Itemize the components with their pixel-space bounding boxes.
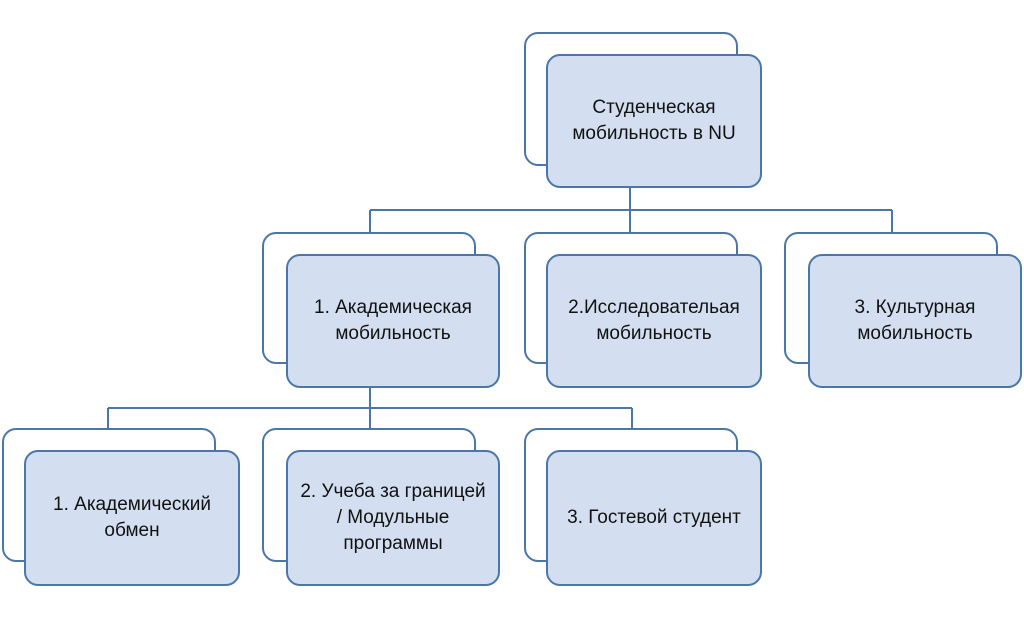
study-abroad-label: 2. Учеба за границей / Модульные програм… (300, 481, 486, 554)
academic-mobility-label: 1. Академическая мобильность (314, 297, 472, 344)
research-mobility-label: 2.Исследовательая мобильность (568, 297, 740, 344)
cultural-mobility-node[interactable]: 3. Культурная мобильность (808, 254, 1022, 388)
study-abroad-node[interactable]: 2. Учеба за границей / Модульные програм… (286, 450, 500, 586)
cultural-mobility-label: 3. Культурная мобильность (854, 297, 976, 344)
root-node-label: Студенческая мобильность в NU (572, 97, 736, 144)
academic-mobility-node[interactable]: 1. Академическая мобильность (286, 254, 500, 388)
guest-student-node[interactable]: 3. Гостевой студент (546, 450, 762, 586)
guest-student-label: 3. Гостевой студент (567, 507, 741, 528)
academic-exchange-node[interactable]: 1. Академический обмен (24, 450, 240, 586)
root-node[interactable]: Студенческая мобильность в NU (546, 54, 762, 188)
academic-exchange-label: 1. Академический обмен (53, 494, 211, 541)
research-mobility-node[interactable]: 2.Исследовательая мобильность (546, 254, 762, 388)
